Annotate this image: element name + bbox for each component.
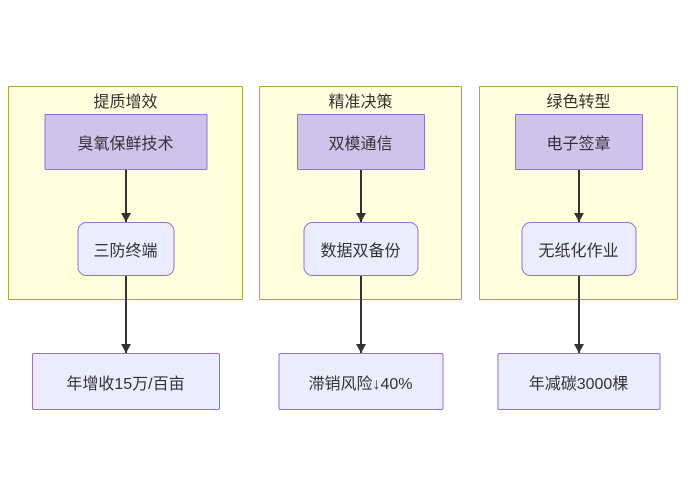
mid-node: 三防终端 [77, 222, 174, 276]
tech-node: 电子签章 [514, 114, 643, 170]
group-title: 精准决策 [328, 94, 393, 111]
arrowhead-icon [573, 213, 584, 222]
mid-node: 数据双备份 [303, 222, 418, 276]
result-node: 年减碳3000棵 [497, 353, 660, 410]
tech-node: 双模通信 [296, 114, 425, 170]
down-arrow [573, 276, 584, 353]
arrowhead-icon [120, 213, 131, 222]
flow-column-decision: 精准决策 双模通信 数据双备份 滞销风险↓40% [259, 86, 462, 410]
down-arrow [355, 170, 366, 222]
result-node: 年增收15万/百亩 [31, 353, 220, 410]
arrowhead-icon [573, 344, 584, 353]
flow-column-green: 绿色转型 电子签章 无纸化作业 年减碳3000棵 [479, 86, 678, 410]
down-arrow [120, 170, 131, 222]
result-node: 滞销风险↓40% [278, 353, 443, 410]
arrowhead-icon [355, 344, 366, 353]
group-title: 提质增效 [93, 94, 158, 111]
flow-column-quality: 提质增效 臭氧保鲜技术 三防终端 年增收15万/百亩 [8, 86, 243, 410]
down-arrow [573, 170, 584, 222]
group-title: 绿色转型 [546, 94, 611, 111]
mid-node: 无纸化作业 [521, 222, 636, 276]
arrowhead-icon [120, 344, 131, 353]
arrowhead-icon [355, 213, 366, 222]
tech-node: 臭氧保鲜技术 [44, 114, 207, 170]
down-arrow [355, 276, 366, 353]
down-arrow [120, 276, 131, 353]
